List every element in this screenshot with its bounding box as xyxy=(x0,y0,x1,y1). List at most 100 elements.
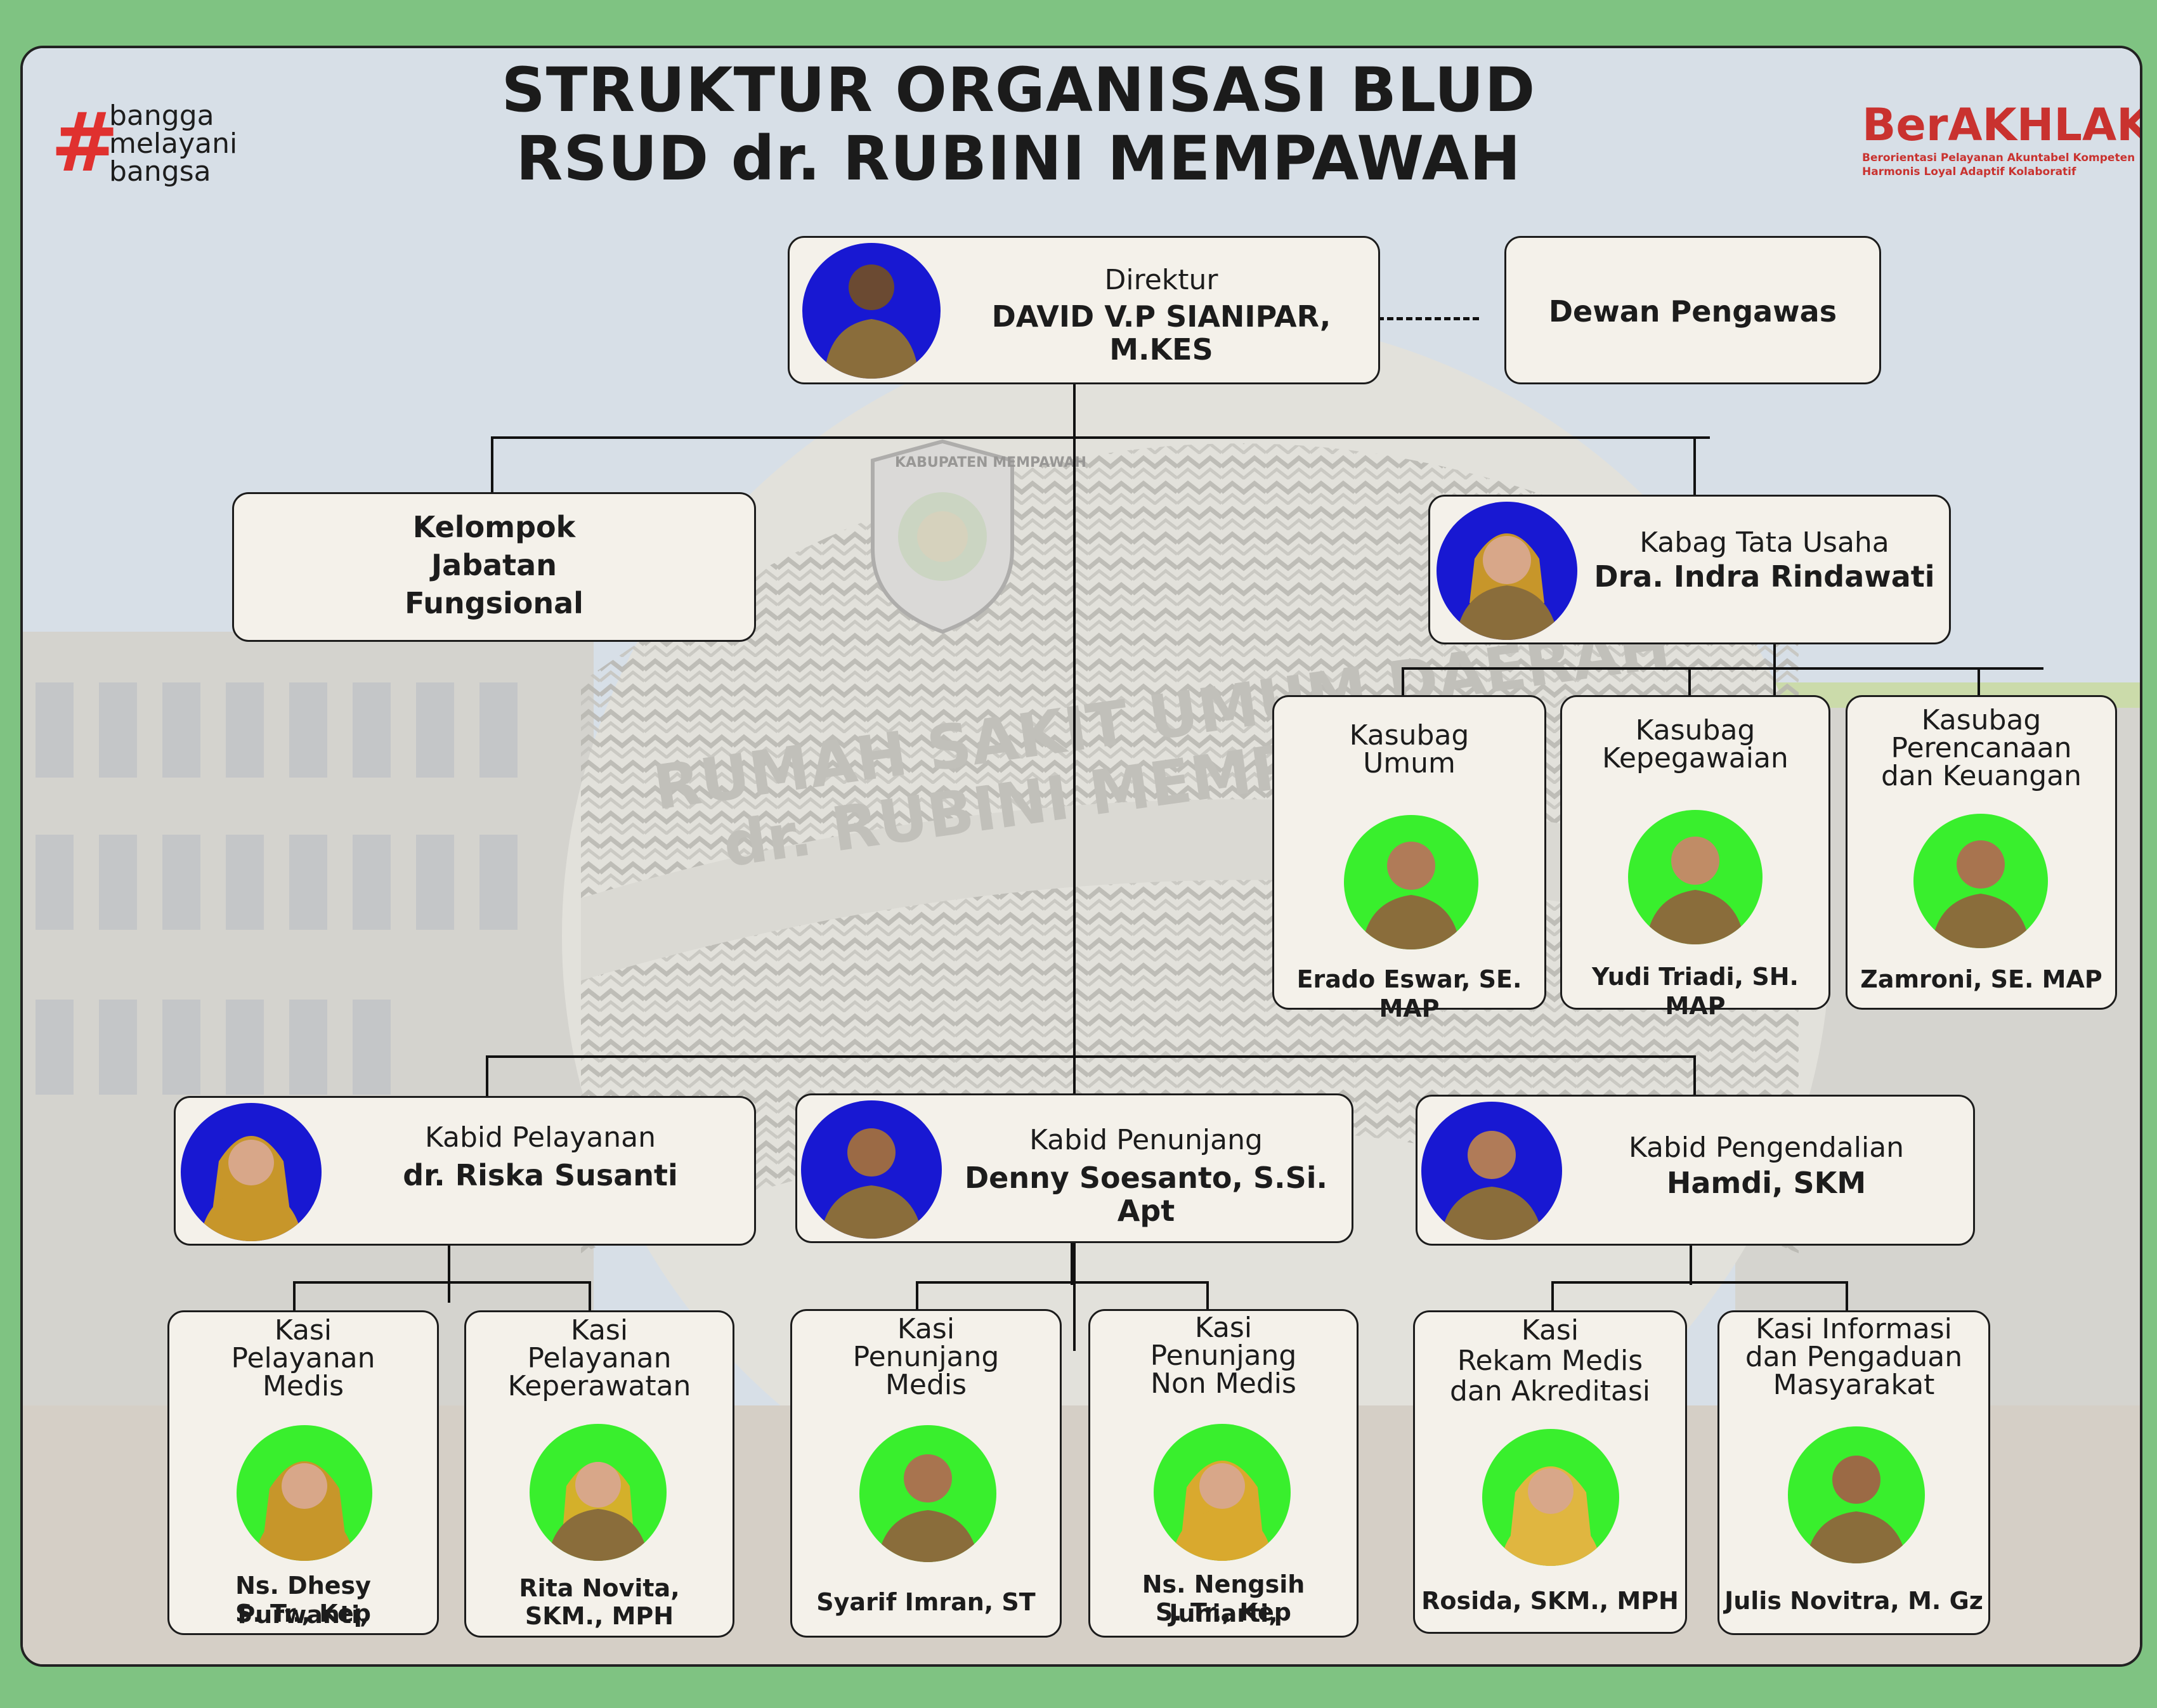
emblem-icon xyxy=(871,439,1014,634)
kabid-pelayanan-box: Kabid Pelayanan dr. Riska Susanti xyxy=(174,1096,756,1246)
connector-kasi-group1 xyxy=(293,1281,591,1284)
connector-kabag-down xyxy=(1773,643,1776,722)
connector-main-vertical xyxy=(1073,384,1076,1351)
bangga-melayani-bangsa-logo: # bangga melayani bangsa xyxy=(51,99,254,188)
kabag-box: Kabag Tata Usaha Dra. Indra Rindawati xyxy=(1428,495,1951,644)
connector-kabid-3 xyxy=(1693,1055,1696,1097)
kabid-2-role: Kabid Penunjang xyxy=(1029,1124,1263,1156)
kasi-informasi-pengaduan-box: Kasi Informasi dan Pengaduan Masyarakat … xyxy=(1717,1310,1990,1635)
person-avatar-icon xyxy=(1440,1131,1543,1240)
connector-kasubag-1 xyxy=(1402,667,1404,696)
kasi-3-role-line1: Kasi xyxy=(897,1313,955,1345)
kasubag-1-role-line2: Umum xyxy=(1363,747,1456,779)
person-avatar-icon xyxy=(200,1136,303,1241)
person-avatar-icon xyxy=(254,1461,355,1561)
kabid-2-photo xyxy=(801,1100,942,1239)
person-avatar-icon xyxy=(1362,842,1461,949)
kasubag-perencanaan-box: Kasubag Perencanaan dan Keuangan Zamroni… xyxy=(1846,695,2117,1010)
kabid-3-name: Hamdi, SKM xyxy=(1666,1166,1867,1200)
kasi-3-photo xyxy=(859,1425,996,1562)
kasi-1-role-line2: Pelayanan xyxy=(231,1342,375,1374)
kasi-4-name-line1: Ns. Nengsih Juniarti, xyxy=(1142,1570,1305,1627)
berakhlak-brand: BerAKHLAK xyxy=(1862,99,2142,151)
kasi-2-role-line2: Pelayanan xyxy=(527,1342,672,1374)
kasi-1-name-line1: Ns. Dhesy Purwanti, xyxy=(235,1572,371,1629)
kasi-2-name-line2: SKM., MPH xyxy=(525,1602,674,1630)
kasi-1-role-line1: Kasi xyxy=(274,1314,332,1346)
connector-kasi-2 xyxy=(589,1281,591,1310)
connector-kasubag-2 xyxy=(1688,667,1691,696)
connector-kasi-6 xyxy=(1846,1281,1848,1310)
connector-kabid2-down xyxy=(1071,1241,1073,1285)
kasubag-1-role-line1: Kasubag xyxy=(1349,719,1469,752)
berakhlak-logo: BerAKHLAK Berorientasi Pelayanan Akuntab… xyxy=(1862,99,2142,188)
kabid-3-photo xyxy=(1421,1102,1562,1240)
kasi-4-role-line2: Penunjang xyxy=(1150,1340,1297,1372)
direktur-photo xyxy=(802,243,941,379)
fungsional-line1: Kelompok xyxy=(412,510,576,544)
berakhlak-tagline-2: Harmonis Loyal Adaptif Kolaboratif xyxy=(1862,166,2076,178)
kasi-4-role-line3: Non Medis xyxy=(1150,1367,1296,1400)
connector-kabid-horizontal xyxy=(486,1055,1696,1058)
kasubag-2-name: Yudi Triadi, SH. MAP xyxy=(1592,963,1799,1020)
kabid-1-name: dr. Riska Susanti xyxy=(403,1158,678,1192)
kasi-6-role-line1: Kasi Informasi xyxy=(1756,1313,1952,1345)
person-avatar-icon xyxy=(1646,837,1745,944)
kasi-6-role-line2: dan Pengaduan xyxy=(1745,1341,1963,1373)
kasi-penunjang-non-medis-box: Kasi Penunjang Non Medis Ns. Nengsih Jun… xyxy=(1088,1309,1359,1638)
kasubag-1-name: Erado Eswar, SE. MAP xyxy=(1296,965,1522,1022)
connector-kabid3-down xyxy=(1690,1244,1692,1285)
kabag-name: Dra. Indra Rindawati xyxy=(1594,559,1935,594)
kasubag-3-role-line1: Kasubag xyxy=(1921,704,2042,736)
kasi-5-role-line3: dan Akreditasi xyxy=(1449,1375,1651,1407)
kasubag-3-name: Zamroni, SE. MAP xyxy=(1860,965,2102,993)
connector-kasubag-3 xyxy=(1978,667,1980,696)
kasubag-2-role-line2: Kepegawaian xyxy=(1602,742,1789,774)
logo-word-3: bangsa xyxy=(109,155,211,188)
kasi-pelayanan-medis-box: Kasi Pelayanan Medis Ns. Dhesy Purwanti,… xyxy=(167,1310,439,1635)
kasi-6-photo xyxy=(1788,1426,1925,1563)
kabid-1-role: Kabid Pelayanan xyxy=(424,1121,656,1154)
kasi-5-role-line1: Kasi xyxy=(1521,1314,1579,1346)
kasubag-3-role-line3: dan Keuangan xyxy=(1880,760,2082,792)
kabid-penunjang-box: Kabid Penunjang Denny Soesanto, S.Si. Ap… xyxy=(795,1093,1353,1243)
kasi-2-role-line3: Keperawatan xyxy=(507,1370,691,1402)
kabid-3-role: Kabid Pengendalian xyxy=(1628,1131,1905,1164)
dewan-pengawas-label: Dewan Pengawas xyxy=(1548,294,1837,329)
kabid-pengendalian-box: Kabid Pengendalian Hamdi, SKM xyxy=(1416,1095,1975,1246)
kasi-penunjang-medis-box: Kasi Penunjang Medis Syarif Imran, ST xyxy=(790,1309,1062,1638)
kasi-3-role-line3: Medis xyxy=(885,1369,967,1401)
connector-dewan-dashed xyxy=(1378,317,1479,320)
page-title-line1: STRUKTUR ORGANISASI BLUD xyxy=(501,55,1536,126)
kasubag-2-photo xyxy=(1628,810,1763,944)
fungsional-line3: Fungsional xyxy=(405,586,583,620)
kasi-rekam-medis-box: Kasi Rekam Medis dan Akreditasi Rosida, … xyxy=(1413,1310,1687,1634)
kasubag-umum-box: Kasubag Umum Erado Eswar, SE. MAP xyxy=(1272,695,1546,1022)
kasi-1-name-line2: S. Tr., Kep xyxy=(235,1600,371,1627)
connector-kasubag-horizontal xyxy=(1402,667,2043,670)
kasi-1-photo xyxy=(237,1425,372,1561)
connector-kasi-5 xyxy=(1551,1281,1554,1310)
kasi-4-name-line2: S. Tr., Kep xyxy=(1156,1598,1291,1626)
kasi-3-role-line2: Penunjang xyxy=(852,1341,1000,1373)
kabag-role: Kabag Tata Usaha xyxy=(1639,526,1889,559)
connector-kabid-1 xyxy=(486,1055,488,1097)
fungsional-line2: Jabatan xyxy=(431,548,557,582)
kabid-2-name: Denny Soesanto, S.Si. Apt xyxy=(964,1161,1328,1228)
connector-to-kabag xyxy=(1693,436,1696,500)
person-avatar-icon xyxy=(1171,1461,1273,1561)
connector-kasi-1 xyxy=(293,1281,296,1310)
person-avatar-icon xyxy=(877,1454,979,1562)
kasubag-3-photo xyxy=(1913,814,2048,948)
connector-kasi-group3 xyxy=(1551,1281,1848,1284)
person-avatar-icon xyxy=(1456,533,1558,640)
connector-kasi-group2 xyxy=(916,1281,1209,1284)
kasi-6-name-line1: Julis Novitra, M. Gz xyxy=(1724,1587,1983,1615)
direktur-role: Direktur xyxy=(1104,264,1218,296)
person-avatar-icon xyxy=(1931,840,2030,948)
dewan-pengawas-box: Dewan Pengawas xyxy=(1504,236,1881,384)
kasi-5-role-line2: Rekam Medis xyxy=(1457,1345,1643,1377)
fungsional-box: Kelompok Jabatan Fungsional xyxy=(232,492,756,642)
connector-kasi-4 xyxy=(1206,1281,1209,1310)
kasubag-3-role-line2: Perencanaan xyxy=(1891,732,2072,764)
